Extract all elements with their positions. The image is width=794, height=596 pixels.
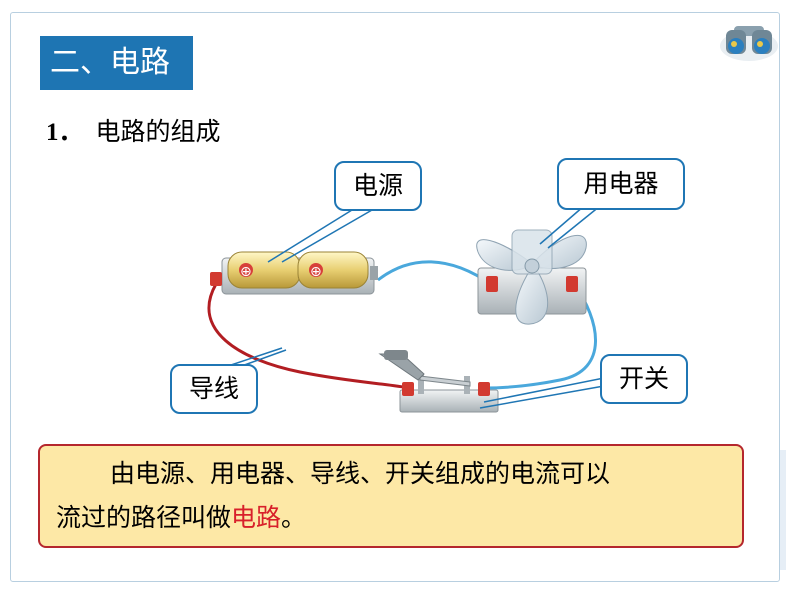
- fan-appliance: [476, 229, 587, 325]
- pointer-appliance-2: [547, 205, 601, 249]
- wire-blue-bottom: [483, 283, 597, 390]
- subtitle-text: 电路的组成: [95, 117, 221, 146]
- definition-box: 由电源、用电器、导线、开关组成的电流可以 流过的路径叫做电路。: [38, 444, 744, 548]
- definition-highlight: 电路: [231, 503, 282, 532]
- binoculars-icon: [720, 26, 778, 61]
- section-title: 二、电路: [40, 36, 193, 90]
- battery-plus-1: ⊕: [240, 264, 252, 280]
- pointer-power: [267, 209, 353, 263]
- definition-line-1: 由电源、用电器、导线、开关组成的电流可以: [110, 459, 611, 488]
- side-scrollbar[interactable]: [780, 450, 786, 570]
- pointer-switch: [483, 377, 605, 403]
- label-power-source: 电源: [334, 161, 422, 211]
- subtitle-number: 1．: [46, 119, 84, 146]
- label-wire: 导线: [170, 364, 258, 414]
- subtitle: 1． 电路的组成: [46, 112, 221, 148]
- label-switch: 开关: [600, 354, 688, 404]
- pointer-power-2: [281, 209, 373, 263]
- pointer-switch-2: [479, 385, 605, 409]
- pointer-appliance: [539, 205, 585, 245]
- knife-switch: [378, 350, 499, 413]
- label-appliance: 用电器: [557, 158, 685, 210]
- battery: [210, 251, 378, 295]
- wire-red: [207, 283, 409, 390]
- battery-plus-2: ⊕: [310, 264, 322, 280]
- definition-line-2: 流过的路径叫做电路。: [56, 503, 307, 532]
- slide-frame: [10, 12, 780, 582]
- wire-blue-top: [377, 260, 493, 287]
